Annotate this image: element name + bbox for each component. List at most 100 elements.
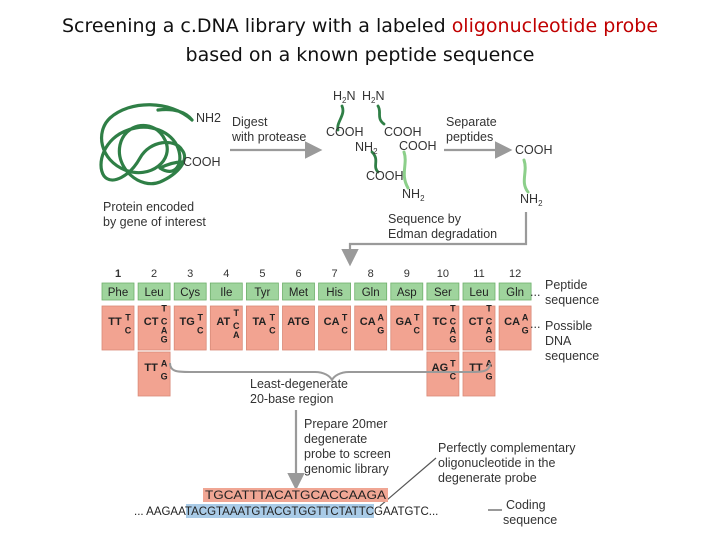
separate-label-1: Separate	[446, 115, 497, 129]
perfect-line-1: Perfectly complementary	[438, 441, 576, 455]
codon-variant: G	[449, 335, 456, 345]
frag1-h2n: H2N	[333, 89, 356, 105]
digest-label-1: Digest	[232, 115, 268, 129]
codon-base: CT	[469, 316, 484, 328]
peptide-name: Asp	[397, 287, 417, 299]
frag4-cooh: COOH	[399, 139, 437, 153]
frag1-cooh: COOH	[326, 125, 364, 139]
codon-variant: A	[161, 326, 168, 336]
peptide-rect	[245, 282, 279, 301]
codon-variant: C	[486, 317, 493, 327]
title-line1-prefix: Screening a c.DNA library with a labeled	[61, 15, 452, 37]
codon-base: TA	[252, 316, 266, 328]
peptide-fragment-light	[402, 150, 410, 190]
codon-variant: C	[450, 372, 457, 382]
codon-base: TT	[144, 362, 158, 374]
peptide-name: Phe	[108, 287, 128, 299]
codon-variant: T	[234, 308, 240, 318]
dna-label-1: Possible	[545, 319, 592, 333]
peptide-name: Gln	[506, 287, 524, 299]
peptide-box: Met	[282, 282, 315, 301]
codon-base: TG	[180, 316, 195, 328]
codon-rect	[426, 305, 460, 351]
position-number: 8	[368, 268, 374, 280]
codon-variant: G	[485, 372, 492, 382]
codon-variant: G	[485, 335, 492, 345]
codon-variant: T	[414, 313, 420, 323]
title-line2: based on a known peptide sequence	[185, 44, 535, 66]
codon-base: AT	[216, 316, 230, 328]
dna-ellipsis: ...	[530, 317, 540, 331]
codon-variant: A	[161, 359, 168, 369]
coding-label-2: sequence	[503, 513, 557, 527]
codon-variant: C	[161, 317, 168, 327]
coding-highlight-background	[186, 504, 374, 518]
frag2-h2n: H2N	[362, 89, 385, 105]
probe-background	[203, 488, 388, 502]
frag4-nh2: NH2	[402, 187, 425, 203]
prepare-line-1: Prepare 20mer	[304, 417, 387, 431]
position-number: 3	[187, 268, 193, 280]
peptide-rect	[318, 282, 352, 301]
codon-base: CA	[504, 316, 520, 328]
codon-variant: C	[269, 326, 276, 336]
frag2-cooh: COOH	[384, 125, 422, 139]
codon-base: TT	[108, 316, 122, 328]
peptide-name: Cys	[180, 287, 200, 299]
codon-rect	[101, 305, 135, 351]
codon-variant: A	[522, 313, 529, 323]
codon-base: CA	[324, 316, 340, 328]
codon-rect	[354, 305, 388, 351]
peptide-rect	[137, 282, 171, 301]
peptide-label-2: sequence	[545, 293, 599, 307]
peptide-label-1: Peptide	[545, 278, 587, 292]
protein-nh2: NH2	[196, 111, 221, 125]
least-label-1: Least-degenerate	[250, 377, 348, 391]
peptide-box: Ser	[426, 282, 460, 301]
peptide-name: Tyr	[254, 287, 270, 299]
peptide-name: Ser	[434, 287, 452, 299]
protein-coil	[99, 103, 194, 186]
prepare-line-4: genomic library	[304, 462, 390, 476]
codon-base: CA	[360, 316, 376, 328]
position-number: 11	[473, 268, 484, 280]
frag3-nh2: NH2	[355, 140, 378, 156]
peptide-box: Phe	[101, 282, 135, 301]
coding-suffix: ATTCGAATGTC...	[345, 506, 439, 518]
separate-label-2: peptides	[446, 130, 493, 144]
peptide-fragments	[336, 104, 386, 174]
slide-title: Screening a c.DNA library with a labeled…	[0, 12, 720, 70]
peptide-rect	[282, 282, 315, 301]
codon-rect	[137, 305, 171, 351]
peptide-rect	[173, 282, 207, 301]
peptide-name: Leu	[145, 287, 164, 299]
coding-highlight: ACGTAAATGTACGTGGTTCT	[191, 506, 346, 518]
codon-rect	[390, 305, 424, 351]
codon-rect	[426, 351, 460, 397]
peptide-box: Leu	[137, 282, 171, 301]
codon-variant: T	[342, 313, 348, 323]
sep-peptide	[522, 158, 530, 194]
probe-sequence: TGCATTTACATGCACCAAGA	[205, 490, 386, 502]
position-number: 1	[115, 268, 121, 280]
protein-cooh: COOH	[183, 155, 221, 169]
sep-peptide-cooh: COOH	[515, 143, 553, 157]
peptide-rect	[498, 282, 532, 301]
perfect-line-2: oligonucleotide in the	[438, 456, 555, 470]
codon-variant: T	[450, 359, 456, 369]
peptide-box: Tyr	[245, 282, 279, 301]
position-number: 4	[223, 268, 229, 280]
dna-label-3: sequence	[545, 349, 599, 363]
position-number: 10	[437, 268, 449, 280]
coding-sequence: ... AAGAATACGTAAATGTACGTGGTTCTATTCGAATGT…	[134, 506, 438, 518]
peptide-box: Gln	[354, 282, 388, 301]
